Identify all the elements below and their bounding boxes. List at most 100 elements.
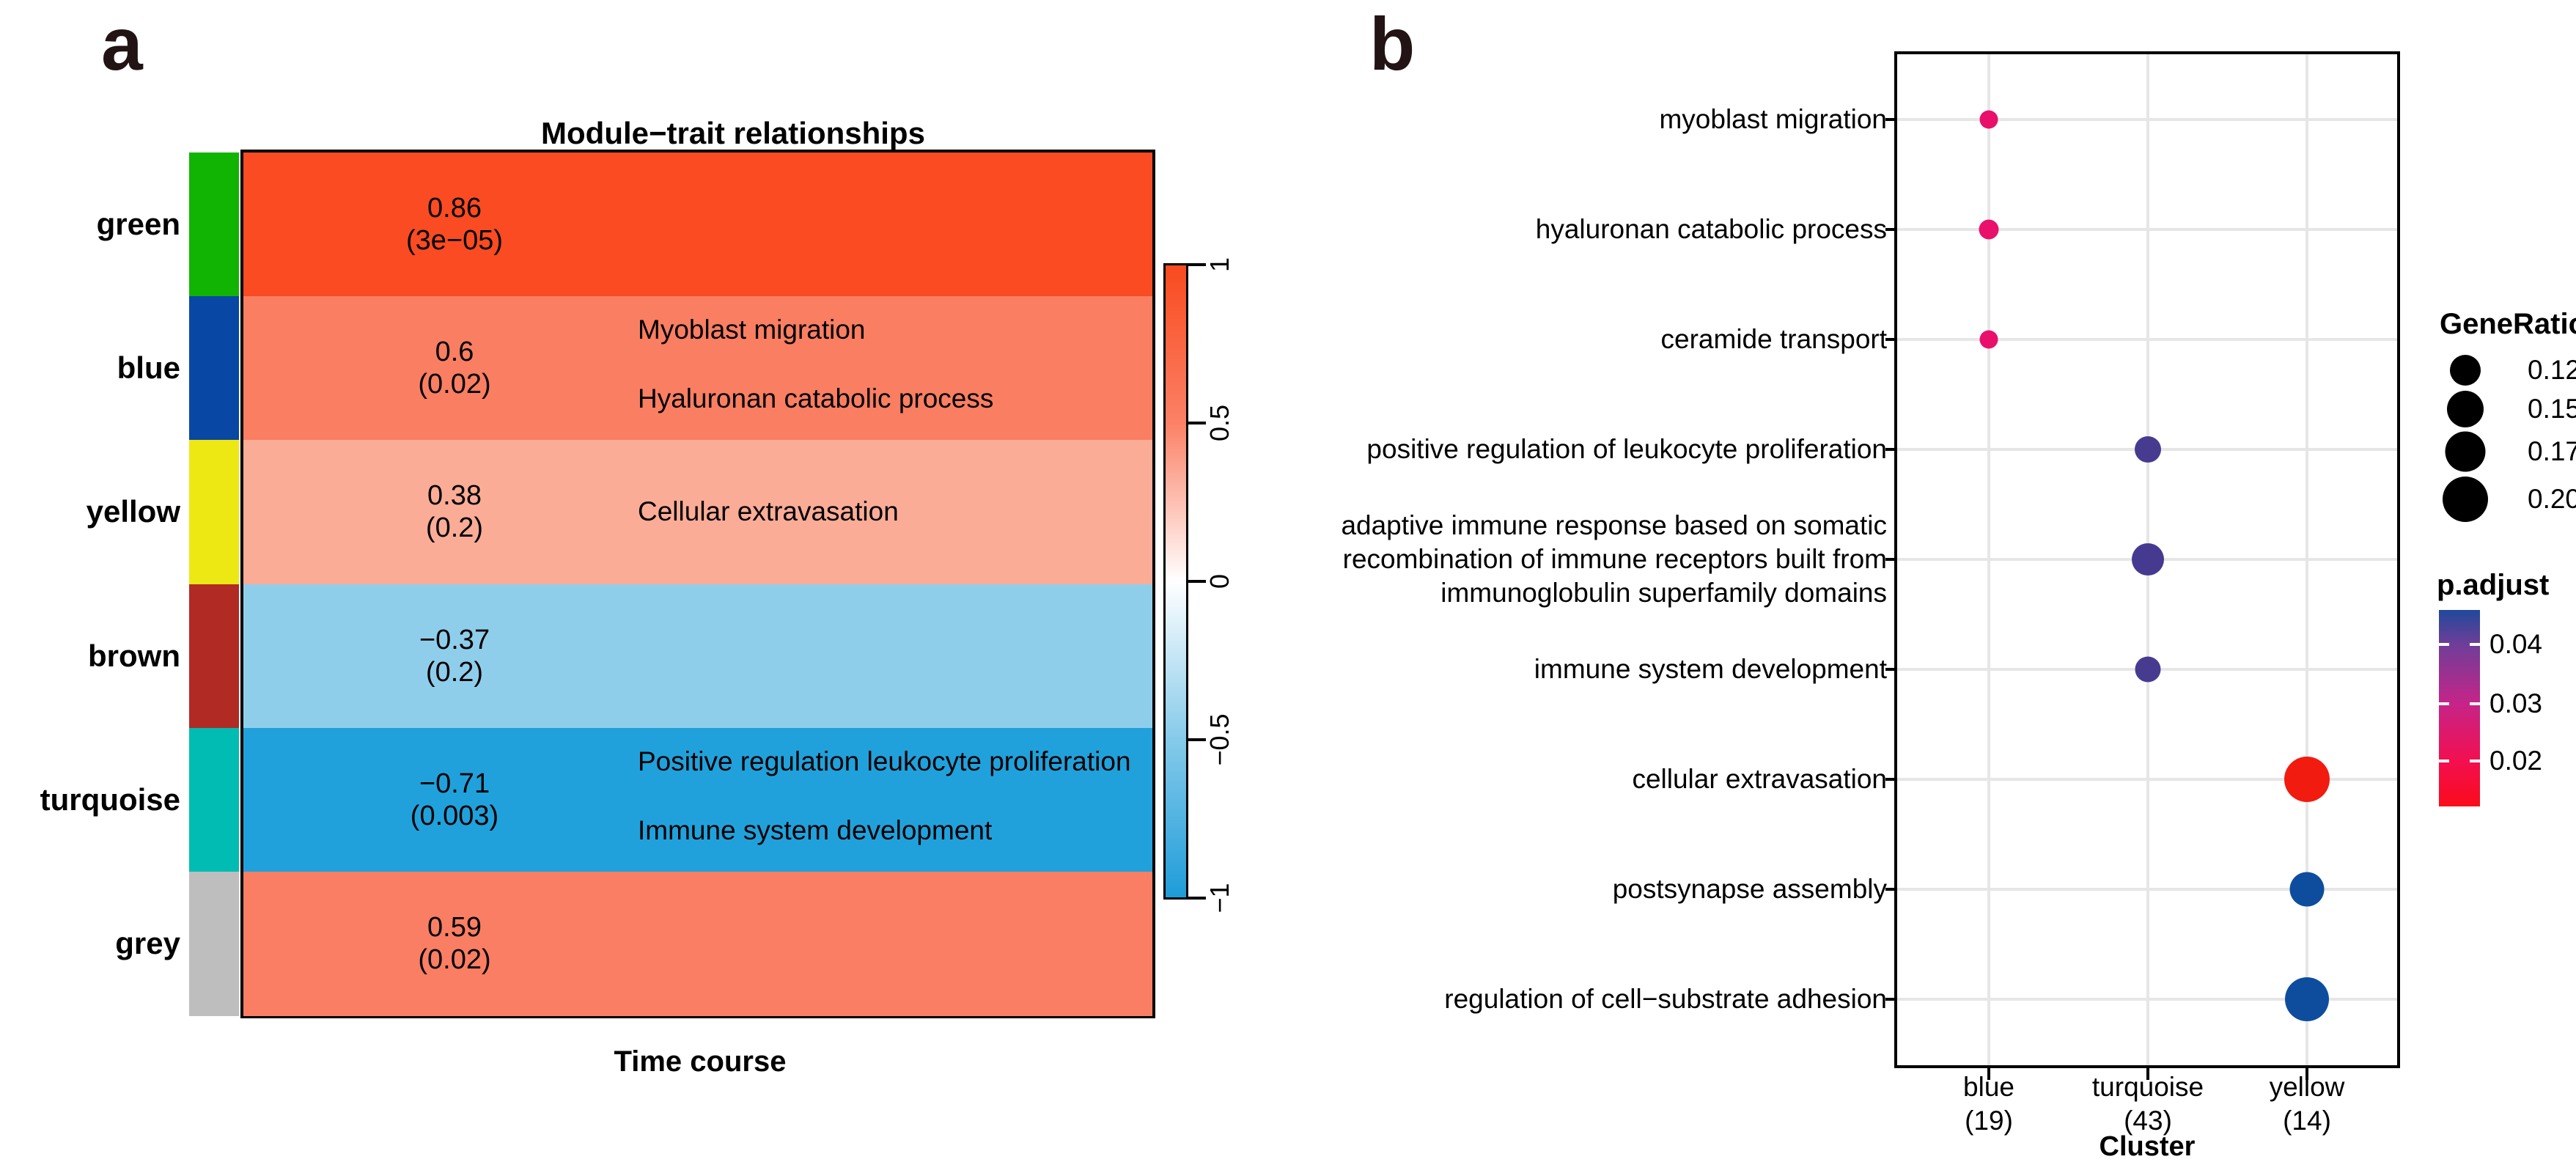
generatio-legend-dot (2445, 431, 2486, 472)
y-axis-label-line: positive regulation of leukocyte prolife… (1366, 434, 1887, 464)
y-axis-label-line: hyaluronan catabolic process (1535, 214, 1887, 244)
module-color-band-brown (189, 584, 239, 729)
x-axis-label-name: turquoise (2091, 1072, 2204, 1102)
heatmap-title: Module−trait relationships (541, 116, 925, 150)
correlation-value: 0.38 (427, 480, 482, 512)
correlation-text-blue: 0.6(0.02) (308, 336, 601, 400)
generatio-legend-label: 0.150 (2528, 394, 2576, 424)
padjust-tick-label: 0.03 (2489, 688, 2543, 718)
padjust-tick-dash-left (2439, 702, 2449, 705)
correlation-text-brown: −0.37(0.2) (308, 624, 601, 688)
correlation-text-turquoise: −0.71(0.003) (308, 768, 601, 832)
generatio-legend-dot (2450, 355, 2481, 386)
dotplot-point (2135, 436, 2161, 463)
module-label-yellow: yellow (86, 494, 180, 529)
x-axis-label: yellow (14) (2190, 1070, 2424, 1138)
correlation-value: −0.71 (419, 768, 490, 799)
y-axis-tick (1885, 338, 1897, 341)
correlation-text-green: 0.86(3e−05) (308, 192, 601, 257)
x-axis-label-name: blue (1963, 1072, 2014, 1102)
x-axis-label-count: (43) (2124, 1106, 2172, 1136)
dotplot-point (2135, 656, 2161, 683)
padjust-tick-dash-right (2470, 643, 2480, 646)
y-axis-tick (1885, 448, 1897, 451)
y-axis-label-line: regulation of cell−substrate adhesion (1444, 984, 1887, 1014)
y-axis-label-line: postsynapse assembly (1612, 874, 1887, 904)
y-axis-label-line: adaptive immune response based on somati… (1341, 510, 1887, 540)
x-axis-tick (2305, 1068, 2308, 1080)
module-trait-heatmap (240, 150, 1155, 1018)
heatmap-x-axis-title: Time course (614, 1045, 787, 1078)
colorbar-tick-mark (1188, 738, 1206, 741)
y-axis-tick (1885, 998, 1897, 1001)
y-axis-tick (1885, 888, 1897, 891)
dotplot-point (2132, 543, 2164, 576)
x-axis-label: turquoise (43) (2031, 1070, 2265, 1138)
y-axis-label-line: immune system development (1534, 654, 1887, 684)
padjust-tick-dash-left (2439, 760, 2449, 762)
correlation-value: 0.6 (435, 337, 474, 368)
module-color-band-yellow (189, 440, 239, 585)
panel-a-label: a (101, 2, 143, 86)
generatio-legend-dot (2447, 391, 2484, 427)
heatmap-colorbar (1163, 263, 1188, 900)
y-axis-label: cellular extravasation (1100, 762, 1887, 796)
panel-b-label: b (1369, 2, 1416, 86)
x-axis-label-count: (14) (2283, 1106, 2331, 1136)
y-axis-label: adaptive immune response based on somati… (1100, 509, 1887, 610)
generatio-legend-label: 0.125 (2528, 355, 2576, 385)
padjust-legend-title: p.adjust (2437, 569, 2550, 601)
x-axis-label-name: yellow (2269, 1072, 2345, 1102)
generatio-legend-label: 0.175 (2528, 436, 2576, 466)
dotplot-point (1979, 110, 1998, 129)
heatmap-cell-brown (243, 584, 1152, 729)
gridline-horizontal (1897, 338, 2397, 341)
module-label-turquoise: turquoise (40, 782, 180, 817)
heatmap-annotation: Hyaluronan catabolic process (638, 383, 994, 414)
heatmap-cell-grey (243, 871, 1152, 1016)
generatio-legend-label: 0.200 (2528, 484, 2576, 514)
dotplot-point (2285, 977, 2329, 1021)
module-color-band-turquoise (189, 727, 239, 872)
module-color-band-green (189, 152, 239, 298)
heatmap-cell-turquoise (243, 727, 1152, 872)
gridline-horizontal (1897, 888, 2397, 891)
y-axis-label-line: ceramide transport (1660, 324, 1887, 354)
module-color-band-blue (189, 296, 239, 441)
heatmap-annotation: Immune system development (638, 815, 993, 845)
y-axis-label: positive regulation of leukocyte prolife… (1100, 433, 1887, 466)
correlation-pvalue: (0.02) (418, 944, 491, 975)
heatmap-annotation: Positive regulation leukocyte proliferat… (638, 746, 1131, 776)
y-axis-label: regulation of cell−substrate adhesion (1100, 982, 1887, 1016)
gridline-horizontal (1897, 778, 2397, 781)
generatio-legend-dot (2443, 477, 2488, 522)
correlation-pvalue: (0.02) (418, 369, 491, 400)
correlation-pvalue: (0.2) (425, 512, 484, 544)
correlation-value: 0.86 (427, 193, 482, 224)
module-label-blue: blue (117, 350, 180, 386)
heatmap-annotation: Cellular extravasation (638, 496, 899, 527)
correlation-text-yellow: 0.38(0.2) (308, 479, 601, 544)
y-axis-label: hyaluronan catabolic process (1100, 213, 1887, 246)
dotplot-panel (1894, 51, 2400, 1068)
dotplot-point (1979, 219, 1999, 240)
colorbar-tick-mark (1188, 897, 1206, 900)
dotplot-x-axis-title: Cluster (2099, 1131, 2196, 1162)
y-axis-tick (1885, 778, 1897, 781)
correlation-value: −0.37 (419, 624, 490, 655)
generatio-legend-title: GeneRatio (2440, 308, 2576, 340)
correlation-pvalue: (0.003) (410, 800, 499, 831)
x-axis-tick (1987, 1068, 1990, 1080)
dotplot-point (1979, 330, 1998, 349)
y-axis-label-line: cellular extravasation (1632, 764, 1887, 794)
padjust-tick-dash-left (2439, 643, 2449, 646)
x-axis-tick (2146, 1068, 2149, 1080)
padjust-colorbar (2439, 610, 2480, 806)
module-color-band-grey (189, 871, 239, 1016)
y-axis-label-line: myoblast migration (1659, 104, 1887, 134)
y-axis-tick (1885, 228, 1897, 231)
heatmap-cell-green (243, 152, 1152, 298)
gridline-horizontal (1897, 998, 2397, 1001)
y-axis-tick (1885, 558, 1897, 561)
